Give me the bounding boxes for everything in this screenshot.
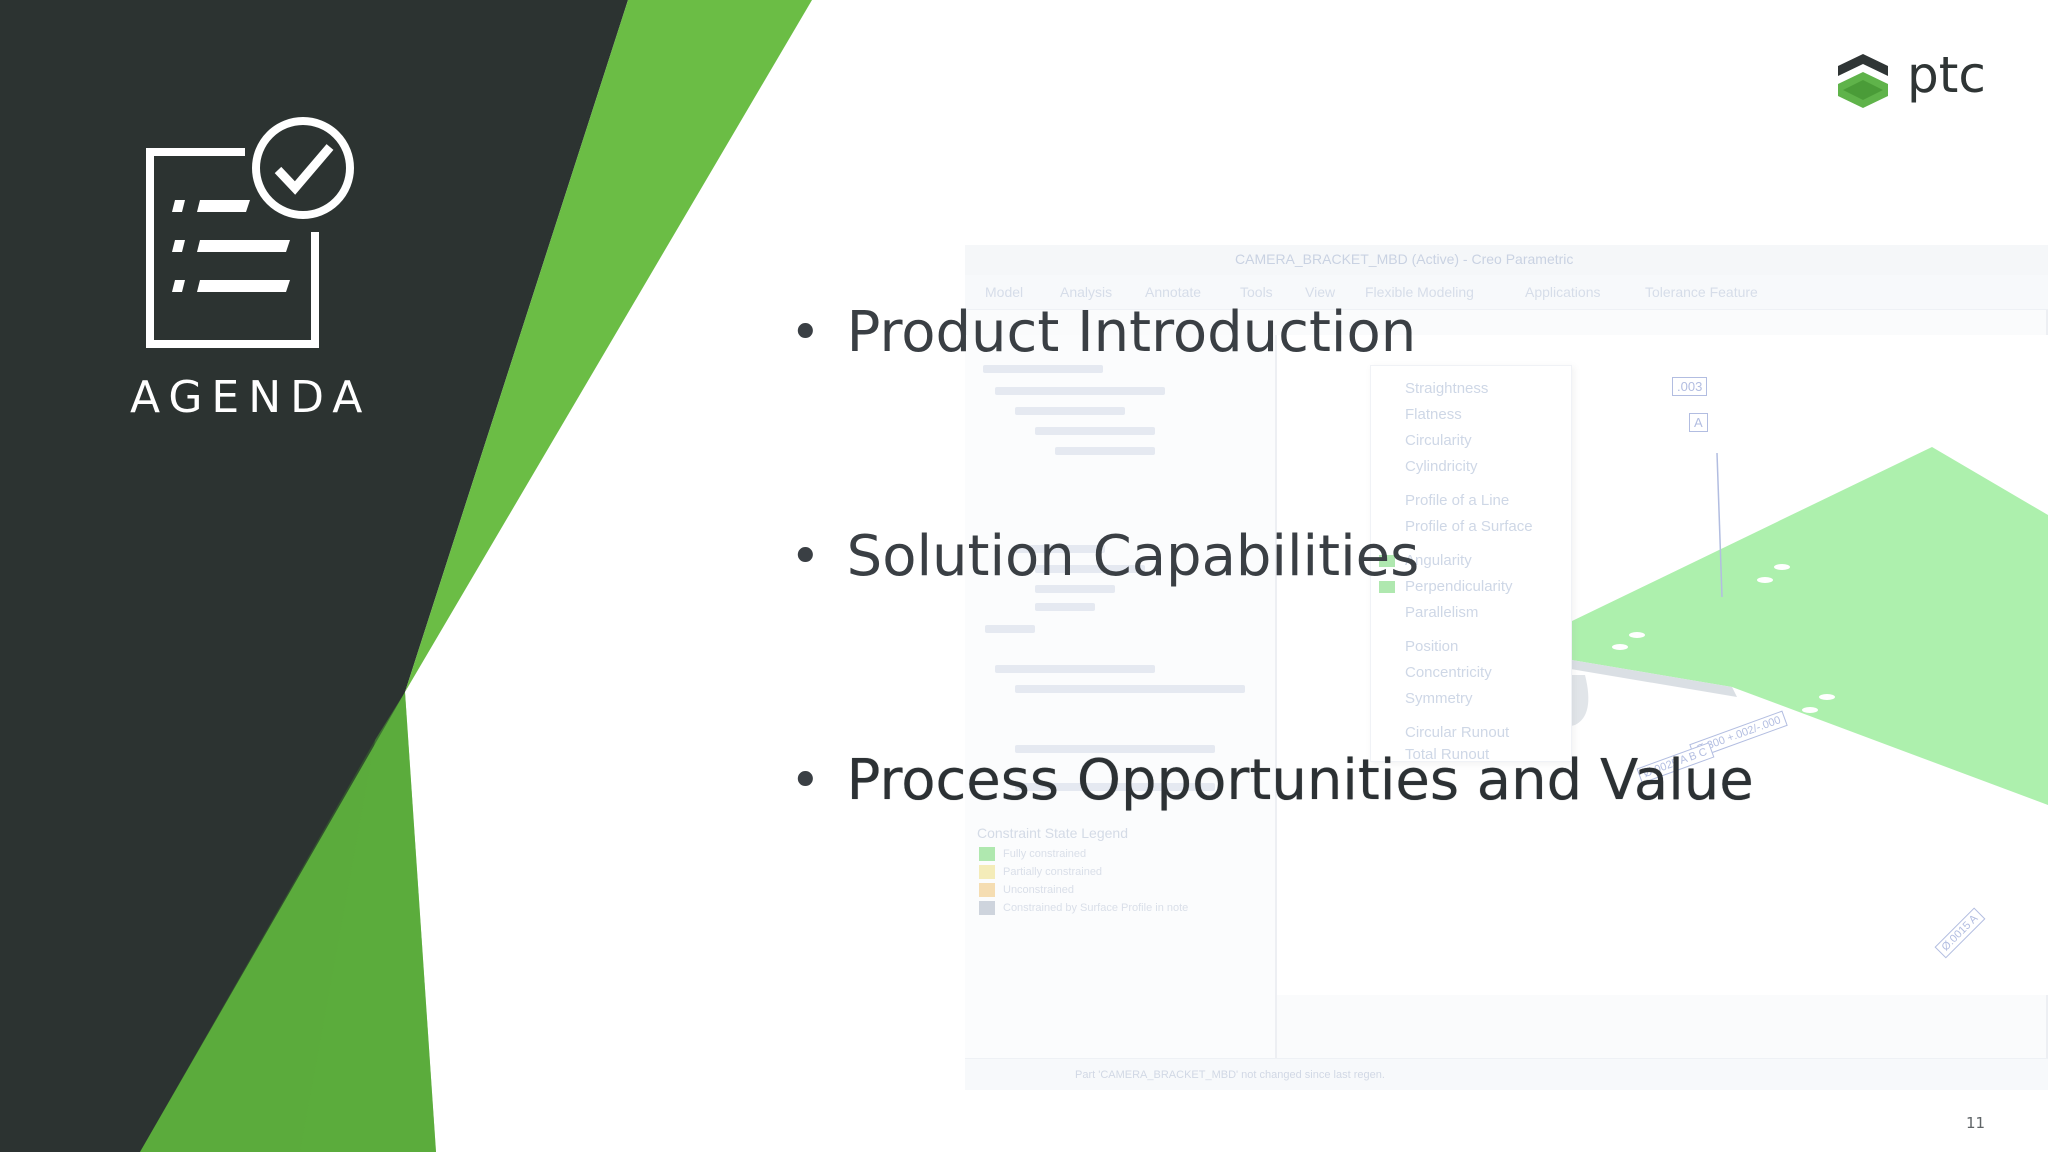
legend-item: Fully constrained: [1003, 848, 1087, 860]
cad-model-tree: Constraint State Legend Fully constraine…: [965, 335, 1277, 1090]
legend-title: Constraint State Legend: [977, 825, 1128, 841]
logo-shading: [1843, 80, 1883, 100]
tree-line: [983, 365, 1103, 373]
tree-line: [1035, 565, 1145, 573]
cad-tab: Applications: [1525, 284, 1601, 300]
leader-line: [1716, 452, 1723, 598]
tree-line: [1015, 783, 1215, 791]
cad-tab: Model: [985, 284, 1024, 300]
agenda-item-label: Solution Capabilities: [846, 524, 1420, 589]
green-top-triangle: [405, 0, 812, 692]
tree-line: [985, 625, 1035, 633]
cad-window: [965, 245, 2048, 1090]
bullet-mark: [172, 280, 185, 292]
cad-titlebar: CAMERA_BRACKET_MBD (Active) - Creo Param…: [965, 245, 2048, 275]
cad-tab: Tools: [1240, 284, 1273, 300]
legend-item: Partially constrained: [1003, 866, 1103, 878]
agenda-item-label: Product Introduction: [846, 300, 1417, 365]
ptc-logo-icon: [1838, 54, 1888, 108]
hole: [1774, 564, 1790, 570]
perpendicularity-icon: [1379, 581, 1395, 594]
menu-item: Perpendicularity: [1405, 578, 1513, 595]
tree-line: [1035, 603, 1095, 611]
angularity-icon: [1379, 555, 1395, 568]
menu-item: Circularity: [1405, 432, 1472, 449]
menu-item: Symmetry: [1405, 690, 1473, 707]
green-shade-dark: [140, 740, 375, 1152]
bullet-dot: •: [790, 750, 821, 811]
legend-swatch: [979, 883, 995, 897]
menu-item: Concentricity: [1405, 664, 1492, 681]
tree-line: [1055, 447, 1155, 455]
tree-line: [1015, 407, 1125, 415]
cad-tab: Analysis: [1060, 284, 1113, 300]
check-circle: [252, 117, 354, 219]
menu-item: Profile of a Surface: [1405, 518, 1533, 535]
agenda-item-process-opportunities: • Process Opportunities and Value: [790, 748, 1754, 813]
checklist-icon: [146, 117, 354, 348]
menu-item: Parallelism: [1405, 604, 1479, 621]
cad-tab: Annotate: [1145, 284, 1202, 300]
bullet-mark: [172, 240, 185, 252]
menu-item: Flatness: [1405, 406, 1462, 423]
hole: [1802, 707, 1818, 713]
hole: [1629, 632, 1645, 638]
line-mark: [197, 200, 250, 212]
green-shade: [300, 692, 436, 1152]
section-title: AGENDA: [130, 372, 372, 423]
bullet-mark: [172, 200, 185, 212]
tree-line: [1015, 685, 1245, 693]
menu-item: Angularity: [1405, 552, 1472, 569]
logo-text: ptc: [1907, 46, 1986, 104]
agenda-item-label: Process Opportunities and Value: [846, 748, 1754, 813]
bullet-dot: •: [790, 302, 821, 363]
tree-line: [995, 387, 1165, 395]
agenda-item-product-introduction: • Product Introduction: [790, 300, 1416, 365]
dark-panel: [0, 0, 628, 1152]
cad-tab: Flexible Modeling: [1365, 284, 1474, 300]
page-number: 11: [1966, 1114, 1986, 1132]
agenda-item-solution-capabilities: • Solution Capabilities: [790, 524, 1419, 589]
legend-swatch: [979, 847, 995, 861]
cad-viewport: .003 A Ø.300 +.002/-.000 Ø.0025 A B C Ø.…: [1277, 335, 2048, 995]
tree-line: [995, 665, 1155, 673]
tree-line: [1015, 745, 1215, 753]
hole: [1757, 577, 1773, 583]
line-mark: [197, 240, 290, 252]
legend-swatch: [979, 901, 995, 915]
flatness-annotation: .003: [1672, 377, 1708, 396]
legend-swatch: [979, 865, 995, 879]
menu-item: Total Runout: [1405, 746, 1490, 763]
checklist-outline: [146, 148, 319, 348]
cad-tab: Tolerance Feature: [1645, 284, 1758, 300]
background-cad-screenshot: CAMERA_BRACKET_MBD (Active) - Creo Param…: [965, 245, 2048, 1090]
hole: [1612, 644, 1628, 650]
menu-item: Profile of a Line: [1405, 492, 1510, 509]
menu-item: Cylindricity: [1405, 458, 1478, 475]
cad-tab: View: [1305, 284, 1336, 300]
menu-item: Position: [1405, 638, 1459, 655]
menu-item: Straightness: [1405, 380, 1489, 397]
cad-status-bar: Part 'CAMERA_BRACKET_MBD' not changed si…: [965, 1058, 2048, 1090]
cad-3d-model: [1512, 447, 2048, 805]
logo-top-chevron: [1838, 54, 1888, 76]
bullet-dot: •: [790, 526, 821, 587]
line-mark: [197, 280, 290, 292]
hole: [1819, 694, 1835, 700]
bracket-lug: [1535, 675, 1589, 727]
tree-line: [1035, 427, 1155, 435]
plate-edge: [1512, 650, 1737, 697]
checkmark-icon: [274, 144, 334, 195]
gtol-type-menu: Straightness Flatness Circularity Cylind…: [1370, 365, 1572, 763]
cad-ribbon: Model Analysis Annotate Tools View Flexi…: [965, 275, 2048, 310]
datum-a-annotation: A: [1689, 413, 1708, 432]
legend-item: Unconstrained: [1003, 884, 1074, 896]
menu-item: Circular Runout: [1405, 724, 1510, 741]
green-plate: [1512, 447, 2048, 805]
legend-item: Constrained by Surface Profile in note: [1003, 902, 1189, 914]
tree-line: [1015, 545, 1105, 553]
tree-line: [1035, 585, 1115, 593]
